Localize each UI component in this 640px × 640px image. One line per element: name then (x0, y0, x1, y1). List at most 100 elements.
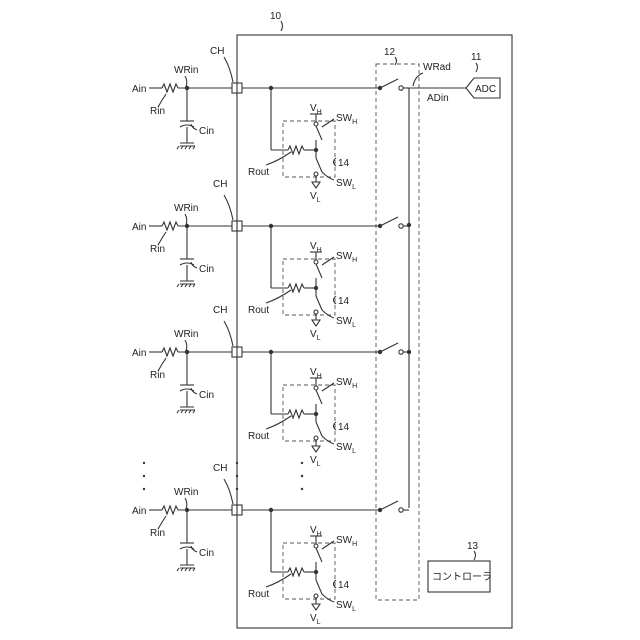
switch-contact (399, 350, 403, 354)
swh-label: SWH (336, 377, 357, 390)
mux-ref-leader (395, 57, 397, 65)
swh-label-main: SW (336, 535, 353, 546)
swh-blade (316, 126, 322, 140)
rout-label: Rout (248, 167, 269, 178)
vl-label-subscript: L (317, 197, 321, 204)
swh-label: SWH (336, 113, 357, 126)
ain-label: Ain (132, 348, 146, 359)
mux-switch-blade (380, 217, 398, 226)
vl-arrow (312, 182, 320, 188)
vl-label-subscript: L (317, 619, 321, 626)
adc-ref-leader (476, 63, 478, 72)
rout-leader (266, 416, 291, 429)
swl-label-subscript: L (352, 184, 356, 191)
controller-label: コントローラ (432, 571, 492, 583)
swl-label-subscript: L (352, 448, 356, 455)
rin-resistor (162, 506, 178, 514)
wrin-label: WRin (174, 487, 198, 498)
swh-label-main: SW (336, 377, 353, 388)
switch-block-ref-label: 14 (338, 422, 350, 433)
vl-label: VL (310, 191, 321, 204)
swh-leader (322, 541, 334, 549)
switch-block-ref-label: 14 (338, 296, 350, 307)
swh-label: SWH (336, 535, 357, 548)
swh-blade (316, 390, 322, 404)
channel-circuit: AinRinWRinCinCHRout14VHSWHVLSWL (132, 305, 409, 468)
controller-ref-leader (474, 551, 476, 560)
ch-leader (224, 195, 233, 220)
swl-label: SWL (336, 316, 356, 329)
swl-label-subscript: L (352, 606, 356, 613)
adc-ref-label: 11 (471, 52, 482, 63)
swh-leader (322, 119, 334, 127)
rout-leader (266, 290, 291, 303)
chip-ref-leader (281, 21, 283, 31)
swl-contact (314, 436, 318, 440)
rin-label: Rin (150, 244, 165, 255)
ain-label: Ain (132, 84, 146, 95)
vl-label-subscript: L (317, 461, 321, 468)
swl-label-main: SW (336, 316, 353, 327)
switch-block-ref-label: 14 (338, 580, 350, 591)
vl-arrow (312, 320, 320, 326)
swl-label: SWL (336, 600, 356, 613)
switch-block-ref-label: 14 (338, 158, 350, 169)
rout-label: Rout (248, 305, 269, 316)
vl-label: VL (310, 329, 321, 342)
swh-blade (316, 548, 322, 562)
swl-label-main: SW (336, 178, 353, 189)
ain-label: Ain (132, 222, 146, 233)
channel-circuit: AinRinWRinCinCHRout14VHSWHVLSWL (132, 463, 409, 626)
swl-label-main: SW (336, 442, 353, 453)
vl-label: VL (310, 613, 321, 626)
adin-label: ADin (427, 93, 449, 104)
swl-contact (314, 310, 318, 314)
ch-label: CH (213, 463, 227, 474)
wrad-label: WRad (423, 62, 451, 73)
rin-label: Rin (150, 370, 165, 381)
ch-leader (224, 479, 233, 504)
swh-contact (314, 544, 318, 548)
swl-leader (322, 310, 334, 318)
mux-ref-label: 12 (384, 47, 396, 58)
channel-circuit: AinRinWRinCinCHRout14VHSWHVLSWL (132, 179, 409, 342)
mux-switch-blade (380, 343, 398, 352)
rin-resistor (162, 84, 178, 92)
wrin-leader (185, 498, 187, 509)
wrin-leader (185, 214, 187, 225)
swl-contact (314, 594, 318, 598)
mux-switch-blade (380, 501, 398, 510)
ground-symbol (177, 407, 195, 413)
wrin-leader (185, 340, 187, 351)
swl-label: SWL (336, 178, 356, 191)
swh-contact (314, 386, 318, 390)
rout-leader (266, 152, 291, 165)
swh-contact (314, 122, 318, 126)
swh-label-subscript: H (352, 541, 357, 548)
vl-arrow (312, 604, 320, 610)
swl-blade (316, 580, 322, 594)
swh-leader (322, 383, 334, 391)
swh-label: SWH (336, 251, 357, 264)
wrin-label: WRin (174, 203, 198, 214)
rin-resistor (162, 222, 178, 230)
cin-label: Cin (199, 126, 214, 137)
ch-label: CH (213, 305, 227, 316)
controller-ref-label: 13 (467, 541, 479, 552)
swh-label-subscript: H (352, 383, 357, 390)
swl-blade (316, 296, 322, 310)
swl-blade (316, 158, 322, 172)
cin-label: Cin (199, 548, 214, 559)
ground-symbol (177, 565, 195, 571)
swl-label-subscript: L (352, 322, 356, 329)
swl-blade (316, 422, 322, 436)
chip-outline (237, 35, 512, 628)
adc-label: ADC (475, 84, 496, 95)
swh-leader (322, 257, 334, 265)
wrad-leader (413, 73, 423, 86)
ground-symbol (177, 281, 195, 287)
swl-label: SWL (336, 442, 356, 455)
wrin-label: WRin (174, 65, 198, 76)
wrin-label: WRin (174, 329, 198, 340)
cin-label: Cin (199, 264, 214, 275)
